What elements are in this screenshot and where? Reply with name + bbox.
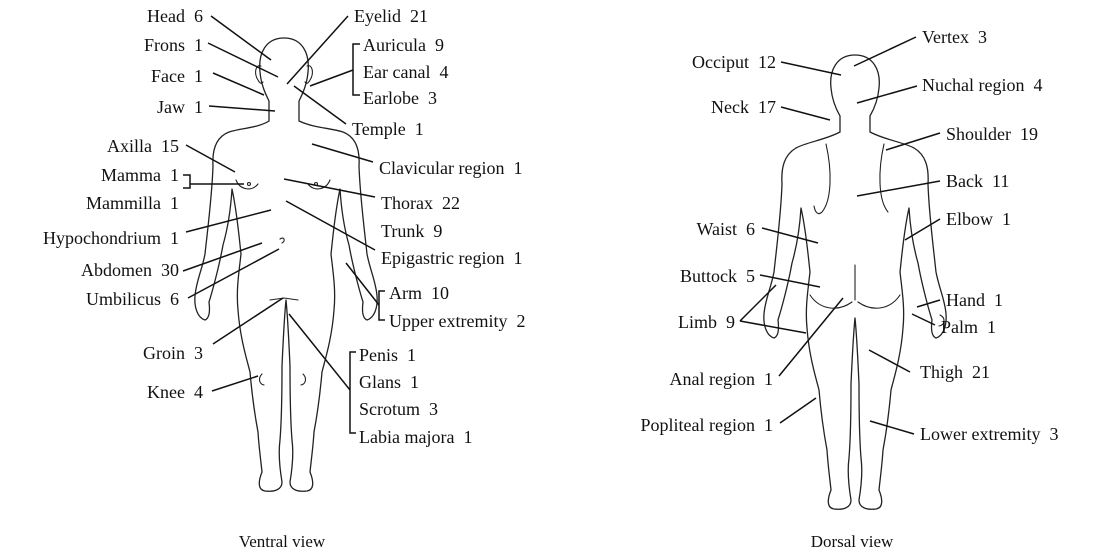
label-temple: Temple 1 [352,119,424,139]
label-back: Back 11 [946,171,1009,191]
leader-eyelid [287,16,348,84]
label-mamma: Mamma 1 [101,165,179,185]
label-shoulder: Shoulder 19 [946,124,1038,144]
leader-anal [779,298,843,376]
ventral-left-knee-mark [260,374,264,385]
ventral-leader-lines [183,16,385,433]
label-eyelid: Eyelid 21 [354,6,428,26]
leader-thigh [869,350,910,372]
ventral-left-nipple [248,183,251,186]
label-mammilla: Mammilla 1 [86,193,179,213]
label-thorax: Thorax 22 [381,193,460,213]
label-labia-majora: Labia majora 1 [359,427,472,447]
label-occiput: Occiput 12 [692,52,776,72]
label-waist: Waist 6 [696,219,755,239]
leader-neck [781,107,830,120]
label-arm: Arm 10 [389,283,449,303]
leader-ear [310,70,353,86]
label-trunk: Trunk 9 [381,221,442,241]
label-frons: Frons 1 [144,35,203,55]
leader-limb-leg [740,321,806,333]
leader-nuchal [857,86,917,103]
dorsal-figure [764,55,946,509]
label-glans: Glans 1 [359,372,419,392]
label-jaw: Jaw 1 [157,97,203,117]
leader-umbilicus [188,249,279,298]
label-lower-extremity: Lower extremity 3 [920,424,1058,444]
bracket-ear [353,44,360,95]
label-epigastric: Epigastric region 1 [381,248,522,268]
dorsal-left-scapula [814,144,830,214]
caption-dorsal-view: Dorsal view [811,532,894,551]
label-popliteal-region: Popliteal region 1 [641,415,773,435]
ventral-right-knee-mark [301,374,305,385]
leader-clavicular [312,144,373,162]
label-groin: Groin 3 [143,343,203,363]
leader-genital [289,314,350,390]
label-upper-extremity: Upper extremity 2 [389,311,525,331]
label-earlobe: Earlobe 3 [363,88,437,108]
dorsal-right-scapula [880,144,888,212]
label-buttock: Buttock 5 [680,266,755,286]
leader-waist [762,228,818,243]
ventral-groin-line [270,298,298,300]
leader-temple [294,86,346,124]
label-axilla: Axilla 15 [107,136,179,156]
leader-buttock [760,275,820,287]
label-face: Face 1 [151,66,203,86]
label-abdomen: Abdomen 30 [81,260,179,280]
label-elbow: Elbow 1 [946,209,1011,229]
leader-axilla [186,145,235,172]
bracket-arm [379,291,385,320]
label-anal-region: Anal region 1 [670,369,773,389]
label-umbilicus: Umbilicus 6 [86,289,179,309]
bracket-mamma [183,175,190,188]
label-neck: Neck 17 [711,97,776,117]
ventral-umbilicus-mark [280,238,284,243]
leader-hypochondrium [186,210,271,232]
leader-groin [213,298,283,344]
label-thigh: Thigh 21 [920,362,990,382]
leader-popliteal [780,398,816,423]
leader-limb-hand [740,285,776,321]
label-knee: Knee 4 [147,382,203,402]
leader-lower-extremity [870,421,914,434]
dorsal-labels: Occiput 12 Neck 17 Waist 6 Buttock 5 Lim… [641,27,1059,551]
label-penis: Penis 1 [359,345,416,365]
leader-vertex [854,37,916,66]
leader-head [211,16,271,60]
label-vertex: Vertex 3 [922,27,987,47]
label-head: Head 6 [147,6,203,26]
label-nuchal-region: Nuchal region 4 [922,75,1042,95]
label-scrotum: Scrotum 3 [359,399,438,419]
label-clavicular: Clavicular region 1 [379,158,522,178]
dorsal-right-buttock [858,295,900,308]
bracket-genital [350,352,356,433]
label-hypochondrium: Hypochondrium 1 [43,228,179,248]
label-limb: Limb 9 [678,312,735,332]
label-auricula: Auricula 9 [363,35,444,55]
dorsal-left-buttock [810,295,852,308]
leader-jaw [209,106,275,111]
leader-frons [208,43,278,77]
caption-ventral-view: Ventral view [239,532,326,551]
label-hand: Hand 1 [946,290,1003,310]
label-ear-canal: Ear canal 4 [363,62,448,82]
ventral-labels: Head 6 Frons 1 Face 1 Jaw 1 Axilla 15 Ma… [43,6,525,551]
label-palm: Palm 1 [941,317,996,337]
leader-occiput [781,62,841,75]
